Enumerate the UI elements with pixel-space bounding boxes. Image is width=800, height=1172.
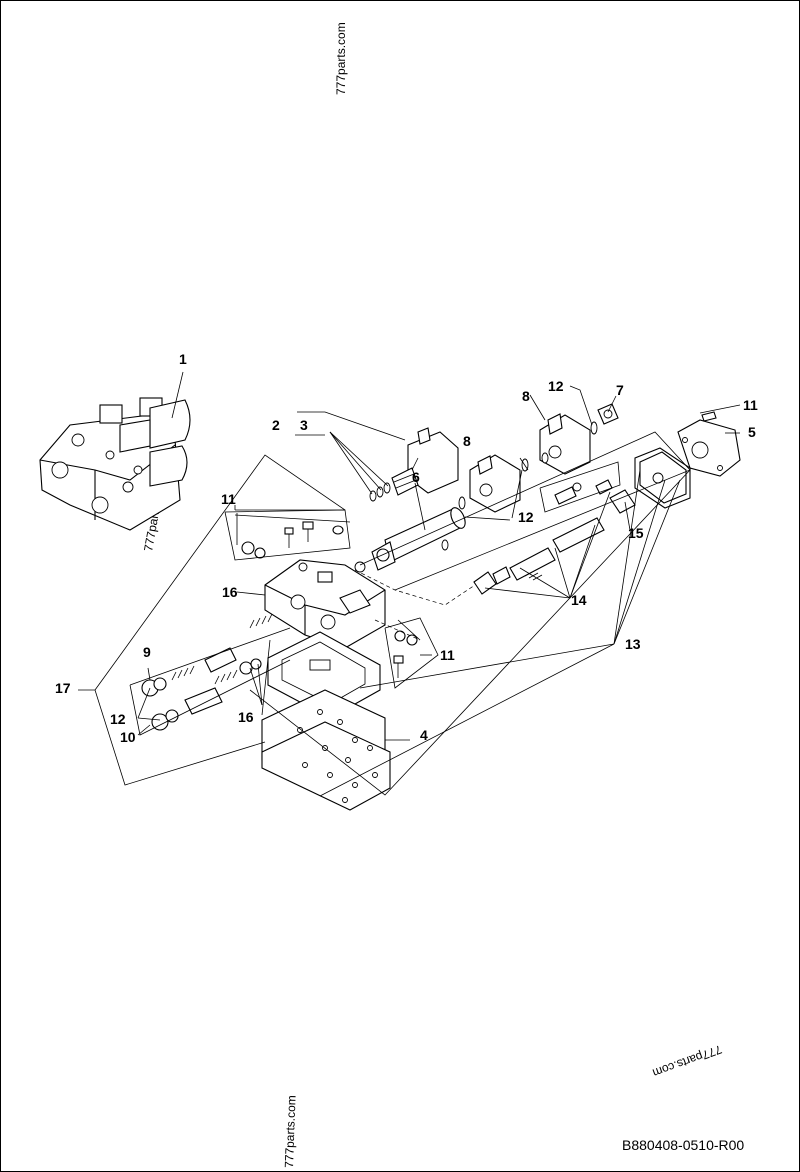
callout-9: 9 xyxy=(143,644,151,660)
flange-plate-drawing xyxy=(609,447,691,514)
callout-1: 1 xyxy=(179,351,187,367)
screws-lower-drawing xyxy=(393,630,418,678)
callout-17: 17 xyxy=(55,680,71,696)
watermark-top: 777parts.com xyxy=(334,22,348,95)
watermark-bottom-left: 777parts.com xyxy=(282,1095,299,1168)
group-outlines xyxy=(78,431,691,796)
callout-16-lower: 16 xyxy=(238,709,254,725)
callout-10: 10 xyxy=(120,729,136,745)
plates-drawing xyxy=(261,689,391,811)
valve-body-drawing xyxy=(264,559,386,649)
leader-lines xyxy=(137,371,741,797)
callout-16-body: 16 xyxy=(222,584,238,600)
callout-12-left: 12 xyxy=(110,711,126,727)
callout-11-middle: 11 xyxy=(440,647,455,663)
callout-2: 2 xyxy=(272,417,280,433)
watermark-bottom-right: 777parts.com xyxy=(651,1042,724,1080)
screws-top-drawing xyxy=(241,521,344,559)
callout-12-middle: 12 xyxy=(518,509,534,525)
valve-assembly-drawing xyxy=(39,397,191,531)
callout-7: 7 xyxy=(616,382,624,398)
callout-14: 14 xyxy=(571,592,587,608)
callout-6: 6 xyxy=(412,469,420,485)
callout-15: 15 xyxy=(628,525,644,541)
callout-11-right: 11 xyxy=(743,397,758,413)
small-spacer-rings xyxy=(441,452,549,551)
coil-middle-drawing xyxy=(458,454,529,513)
solenoid-valve-drawing xyxy=(369,427,459,502)
gasket-drawing xyxy=(267,631,381,719)
callout-3: 3 xyxy=(300,417,308,433)
solenoid-cartridge-drawing xyxy=(354,507,466,573)
callout-8-middle: 8 xyxy=(463,433,471,449)
callout-4: 4 xyxy=(420,727,428,743)
callout-11-top: 11 xyxy=(221,491,236,507)
callout-12-top: 12 xyxy=(548,378,564,394)
springs-drawing xyxy=(473,479,613,595)
callout-labels: 1 2 3 4 5 6 7 8 8 9 10 11 11 11 12 12 12… xyxy=(55,351,758,745)
nut-drawing xyxy=(597,403,619,425)
callout-8-right: 8 xyxy=(522,388,530,404)
callout-5: 5 xyxy=(748,424,756,440)
reference-code: B880408-0510-R00 xyxy=(622,1137,744,1153)
end-cap-drawing xyxy=(677,411,741,477)
coil-right-drawing xyxy=(539,413,598,475)
assembly-dashed-lines xyxy=(354,569,476,641)
callout-13: 13 xyxy=(625,636,641,652)
